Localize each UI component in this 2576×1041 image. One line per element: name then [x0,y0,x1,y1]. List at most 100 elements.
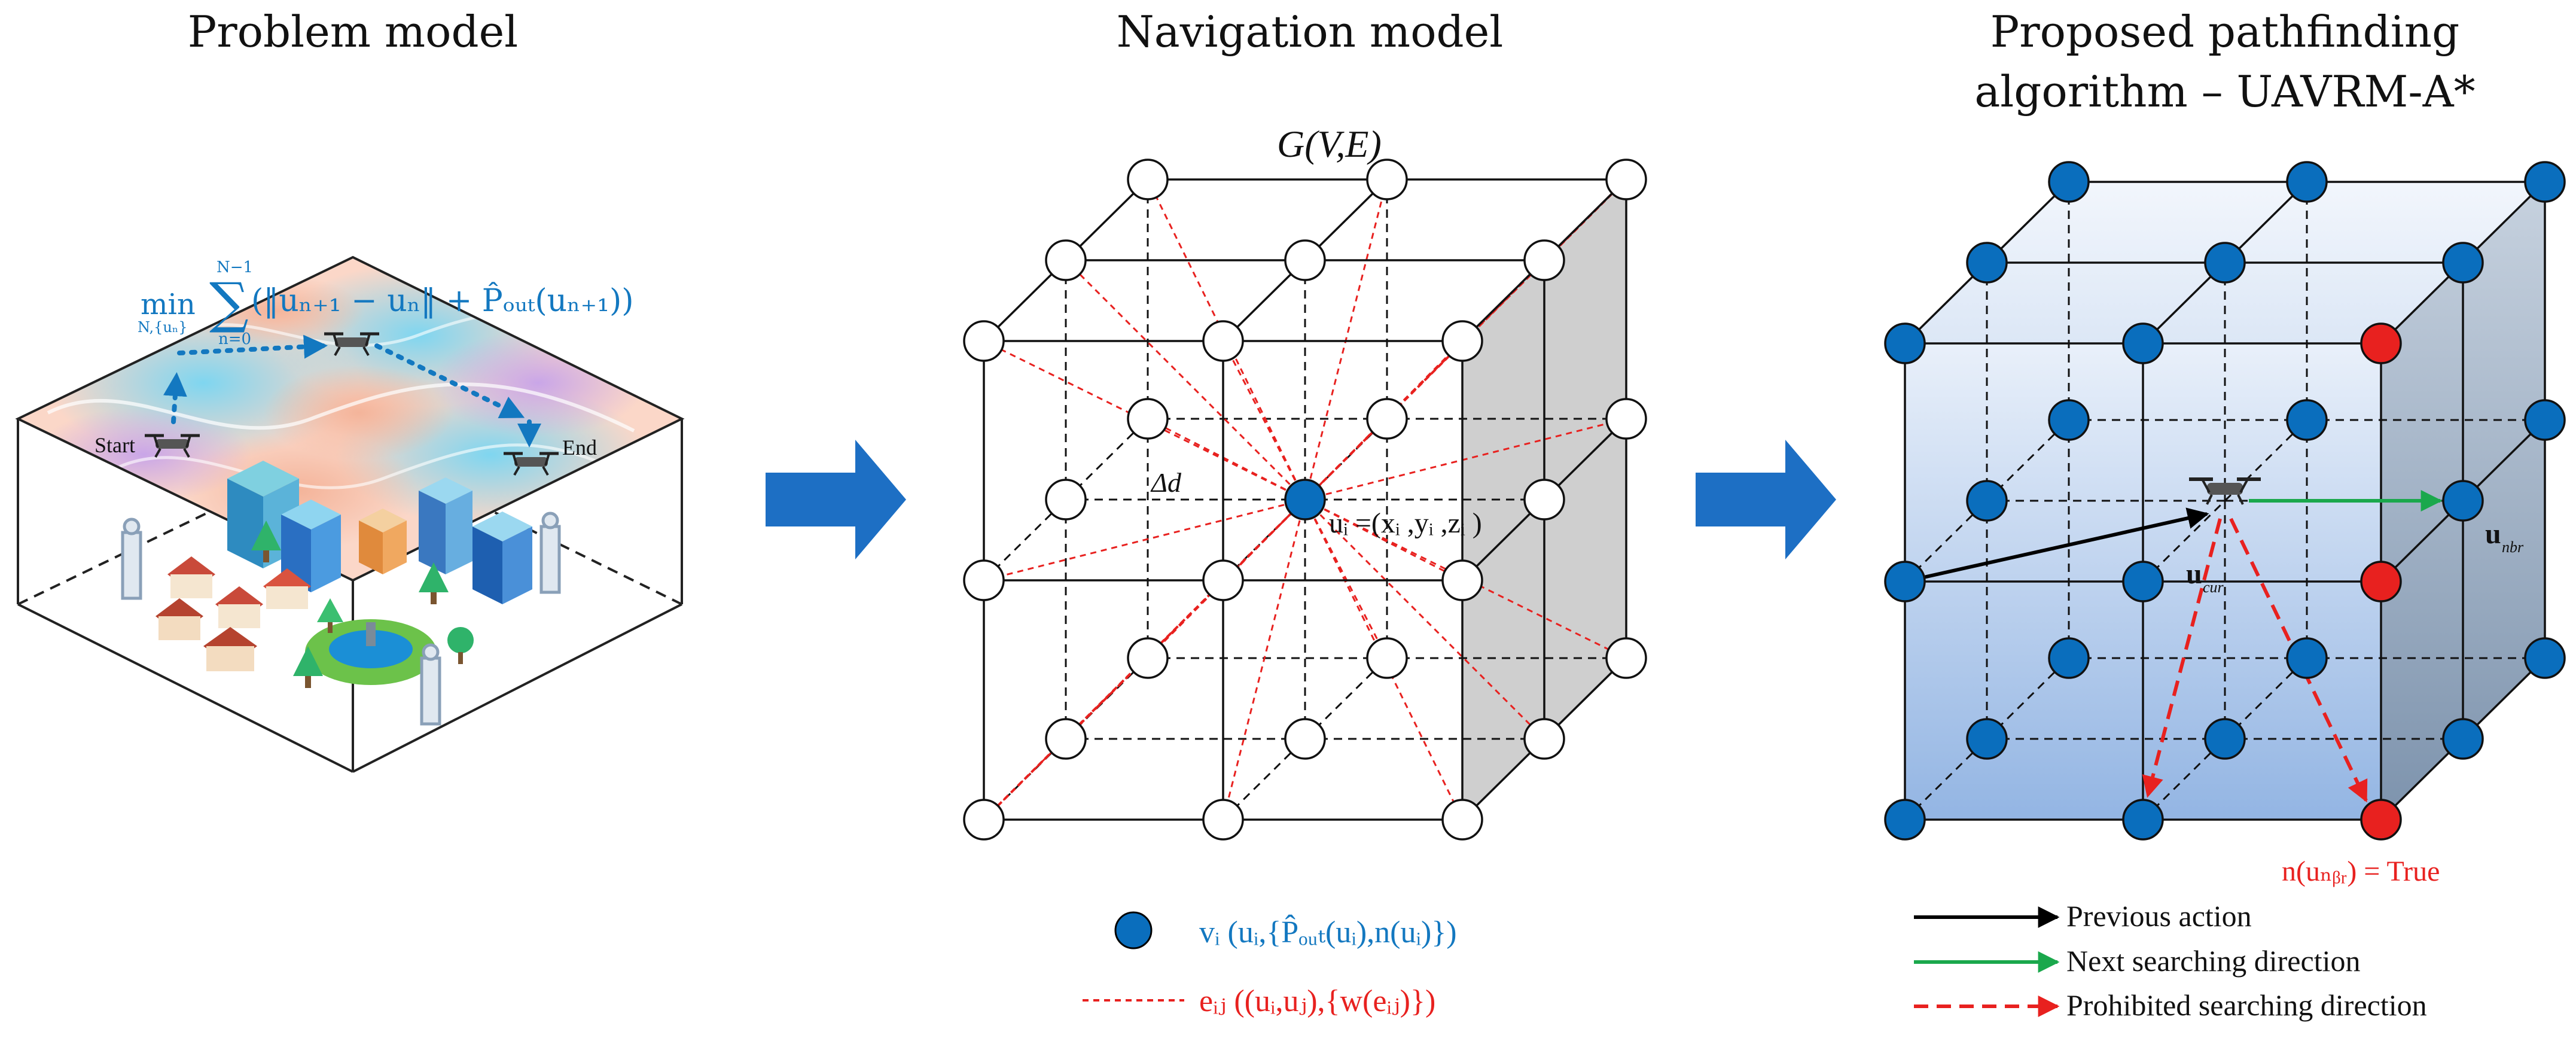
tree [317,598,343,633]
objective-sum: ∑ [209,271,249,335]
prohibited-node [2360,799,2402,841]
navigation-edge [983,498,1306,582]
lattice-node [1127,159,1169,200]
navigation-edge [1065,259,1306,501]
proposed-legend: Previous action Next searching direction… [1914,899,2427,1022]
search-node [1884,322,1926,364]
proposed-algorithm-panel [1884,161,2566,841]
navigation-edge [983,340,1306,501]
search-node [2524,161,2566,203]
navigation-model-panel [963,159,1647,841]
navigation-edge [1304,498,1463,582]
lattice-node [1605,159,1647,200]
office-building [359,509,407,574]
lattice-node [1284,239,1326,281]
lattice-node [1045,718,1087,760]
house [263,568,311,609]
search-node [2524,637,2566,679]
office-building [419,477,472,574]
navigation-legend: vᵢ (uᵢ,{P̂ₒᵤₜ(uᵢ),n(uᵢ)}) eᵢⱼ ((uᵢ,uⱼ),{… [1083,911,1457,1018]
unbr-label: u [2485,518,2501,550]
drone-current-icon [2189,477,2261,505]
objective-formula: min N,{uₙ} ∑ N−1 n=0 (‖uₙ₊₁ − uₙ‖ + P̂ₒᵤ… [138,258,634,348]
search-node [2122,561,2164,602]
start-label: Start [94,433,135,457]
lattice-node [1127,637,1169,679]
search-node [2286,637,2328,679]
navigation-edge [1304,418,1627,501]
legend-next-text: Next searching direction [2066,944,2360,978]
search-node [2204,242,2246,284]
signal-tower-icon [121,518,142,600]
city-illustration [121,461,561,726]
navigation-edge [1304,179,1388,500]
lattice-node [1523,718,1565,760]
search-node [1966,480,2008,522]
objective-body: (‖uₙ₊₁ − uₙ‖ + P̂ₒᵤₜ(uₙ₊₁)) [251,282,634,319]
title-navigation-model: Navigation model [1117,7,1504,57]
search-node [2048,161,2090,203]
search-node [2204,718,2246,760]
house [156,598,203,640]
lattice-node [1441,799,1483,841]
search-node [2442,242,2484,284]
ucur-label: u [2186,558,2202,590]
navigation-edge [1304,498,1545,740]
prohibited-node [2360,322,2402,364]
lattice-node [1202,799,1244,841]
lattice-node [1441,559,1483,601]
lattice-node [1605,398,1647,440]
lattice-node [963,320,1005,362]
title-proposed-line2: algorithm – UAVRM-A* [1974,66,2475,117]
drone-mid-icon [324,332,379,356]
prohibited-equation: n(uₙᵦᵣ) = True [2282,856,2440,887]
lattice-node [963,559,1005,601]
lattice-node [1441,320,1483,362]
house [167,556,215,598]
lattice-node [1045,239,1087,281]
navigation-edge [1304,499,1388,659]
signal-tower-icon [539,512,561,594]
search-node [2122,799,2164,841]
search-node [2048,399,2090,441]
drone-end-icon [504,452,559,476]
search-node [2286,161,2328,203]
navigation-edge [1222,340,1306,500]
legend-prohibited-text: Prohibited searching direction [2066,988,2427,1022]
search-node [1884,561,1926,602]
tree [293,646,323,688]
drone-leg [2237,494,2244,505]
problem-model-panel: Start End min N,{uₙ} ∑ N−1 n=0 (‖uₙ₊₁ − … [15,255,685,773]
search-node [1884,799,1926,841]
prohibited-node [2360,561,2402,602]
search-node [2286,399,2328,441]
graph-label: G(V,E) [1277,123,1382,165]
lattice-node [1127,398,1169,440]
objective-sum-upper: N−1 [217,258,253,276]
search-node [2442,480,2484,522]
drone-arm [2201,479,2211,493]
navigation-edge [1147,179,1306,500]
center-node [1284,479,1326,520]
legend-vertex-text: vᵢ (uᵢ,{P̂ₒᵤₜ(uᵢ),n(uᵢ)}) [1199,914,1457,949]
search-node [1966,242,2008,284]
search-node [2442,718,2484,760]
navigation-edge [1304,498,1627,659]
lattice-node [1523,239,1565,281]
navigation-edge [1222,499,1306,820]
objective-min: min [141,288,196,321]
end-label: End [562,436,597,459]
legend-vertex-icon [1114,911,1153,949]
tree [447,627,474,664]
unbr-sub: nbr [2502,538,2524,556]
lattice-node [1045,479,1087,520]
signal-tower-icon [420,643,441,726]
objective-sum-lower: n=0 [218,330,251,348]
title-proposed-line1: Proposed pathfinding [1990,7,2459,57]
ucur-sub: cur [2203,579,2224,596]
flight-path [163,334,541,448]
lattice-node [1366,637,1408,679]
drone-leg [2206,494,2213,505]
